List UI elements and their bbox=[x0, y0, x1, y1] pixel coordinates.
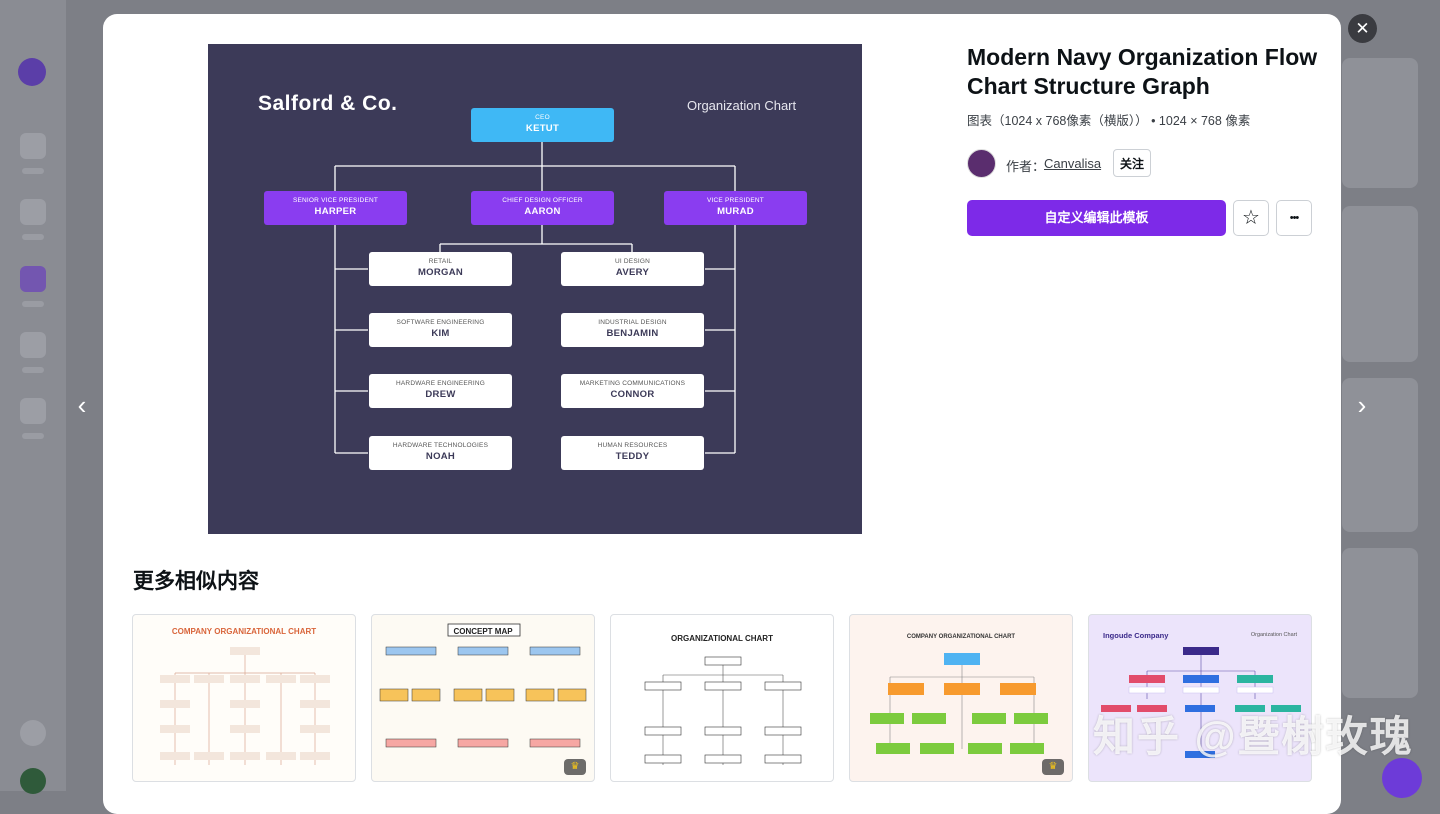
customize-template-button[interactable]: 自定义编辑此模板 bbox=[967, 200, 1226, 236]
thumb-title: COMPANY ORGANIZATIONAL CHART bbox=[906, 634, 1016, 640]
background-nav-icon bbox=[20, 133, 46, 159]
background-sidebar bbox=[0, 0, 66, 794]
thumb-subtitle: Organization Chart bbox=[1250, 632, 1297, 638]
previous-arrow-icon[interactable]: ‹ bbox=[77, 390, 87, 420]
background-nav-label bbox=[22, 301, 44, 307]
background-card bbox=[1342, 378, 1418, 532]
org-node-vp: SENIOR VICE PRESIDENT HARPER bbox=[264, 191, 407, 225]
background-nav-icon bbox=[20, 332, 46, 358]
background-nav-label bbox=[22, 367, 44, 373]
org-node-report: SOFTWARE ENGINEERING KIM bbox=[369, 313, 512, 347]
similar-template-thumb[interactable]: Ingoude Company Organization Chart bbox=[1088, 614, 1312, 782]
close-button[interactable]: ✕ bbox=[1348, 14, 1377, 43]
similar-template-thumb[interactable]: COMPANY ORGANIZATIONAL CHART bbox=[132, 614, 356, 782]
background-nav-label bbox=[22, 234, 44, 240]
org-node-vp: VICE PRESIDENT MURAD bbox=[664, 191, 807, 225]
thumb-title: COMPANY ORGANIZATIONAL CHART bbox=[171, 627, 317, 636]
similar-template-thumb[interactable]: CONCEPT MAP ♛ bbox=[371, 614, 595, 782]
background-nav-icon bbox=[20, 720, 46, 746]
preview-subtitle: Organization Chart bbox=[687, 98, 797, 113]
org-node-report: HARDWARE TECHNOLOGIES NOAH bbox=[369, 436, 512, 470]
background-card bbox=[1342, 548, 1418, 698]
background-nav-icon bbox=[20, 398, 46, 424]
org-node-ceo: CEO KETUT bbox=[471, 108, 614, 142]
org-node-report: RETAIL MORGAN bbox=[369, 252, 512, 286]
similar-template-thumb[interactable]: COMPANY ORGANIZATIONAL CHART ♛ bbox=[849, 614, 1073, 782]
org-node-report: INDUSTRIAL DESIGN BENJAMIN bbox=[561, 313, 704, 347]
background-fab bbox=[1382, 758, 1422, 798]
thumb-preview-graphic bbox=[870, 653, 1048, 754]
thumb-title: Ingoude Company bbox=[1103, 631, 1169, 640]
org-node-report: HUMAN RESOURCES TEDDY bbox=[561, 436, 704, 470]
thumb-title: ORGANIZATIONAL CHART bbox=[671, 634, 773, 643]
background-nav-icon bbox=[20, 199, 46, 225]
premium-crown-icon: ♛ bbox=[1042, 759, 1064, 775]
background-user-icon bbox=[20, 768, 46, 794]
thumb-preview-graphic bbox=[644, 656, 802, 765]
thumb-preview-graphic bbox=[1101, 647, 1301, 758]
follow-button[interactable]: 关注 bbox=[1113, 149, 1151, 177]
template-preview: Salford & Co. Organization Chart CEO KET… bbox=[208, 44, 862, 534]
background-nav-label bbox=[22, 433, 44, 439]
star-icon[interactable]: ☆ bbox=[1233, 200, 1269, 236]
author-name-link[interactable]: Canvalisa bbox=[1044, 156, 1102, 171]
background-nav-icon bbox=[20, 266, 46, 292]
org-connector-lines bbox=[334, 142, 736, 454]
background-avatar bbox=[18, 58, 46, 86]
org-node-report: MARKETING COMMUNICATIONS CONNOR bbox=[561, 374, 704, 408]
template-title: Modern Navy Organization Flow Chart Stru… bbox=[967, 44, 1318, 99]
similar-template-thumb[interactable]: ORGANIZATIONAL CHART bbox=[610, 614, 834, 782]
more-options-icon[interactable]: ••• bbox=[1276, 200, 1312, 236]
watermark-text: 知乎 @暨榭玫瑰 bbox=[1093, 713, 1414, 760]
author-label: 作者： bbox=[1006, 159, 1046, 174]
background-card bbox=[1342, 206, 1418, 362]
org-node-vp: CHIEF DESIGN OFFICER AARON bbox=[471, 191, 614, 225]
author-avatar[interactable] bbox=[967, 149, 996, 178]
next-arrow-icon[interactable]: › bbox=[1357, 390, 1367, 420]
similar-content-heading: 更多相似内容 bbox=[133, 570, 259, 593]
thumb-preview-graphic bbox=[379, 623, 587, 748]
org-node-report: HARDWARE ENGINEERING DREW bbox=[369, 374, 512, 408]
template-dimensions: 图表（1024 x 768像素（横版）） • 1024 × 768 像素 bbox=[967, 114, 1251, 128]
thumb-preview-graphic bbox=[160, 647, 330, 765]
premium-crown-icon: ♛ bbox=[564, 759, 586, 775]
org-node-report: UI DESIGN AVERY bbox=[561, 252, 704, 286]
background-card bbox=[1342, 58, 1418, 188]
preview-company-name: Salford & Co. bbox=[258, 92, 398, 115]
thumb-title: CONCEPT MAP bbox=[453, 627, 513, 636]
background-nav-label bbox=[22, 168, 44, 174]
